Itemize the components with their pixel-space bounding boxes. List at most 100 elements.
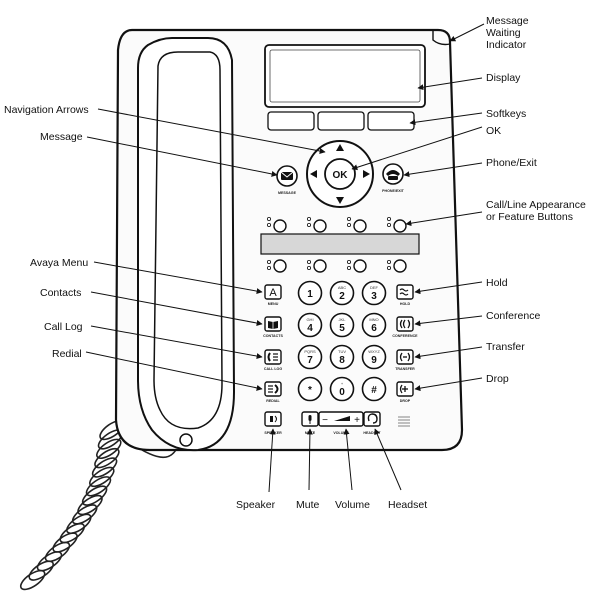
callout-conference: Conference — [486, 310, 540, 322]
leader-softkeys — [409, 112, 483, 126]
volume-control[interactable]: − + VOLUME — [318, 411, 364, 435]
callout-softkeys: Softkeys — [486, 108, 526, 120]
softkey-3[interactable] — [367, 111, 415, 131]
call-appearance-button[interactable] — [273, 219, 287, 233]
softkey-2[interactable] — [317, 111, 365, 131]
avaya-menu-icon: A — [269, 287, 277, 299]
callout-display: Display — [486, 72, 521, 84]
transfer-button[interactable]: TRANSFER — [395, 349, 415, 371]
keypad-key-digit: 8 — [339, 355, 345, 366]
drop-button-label: DROP — [400, 399, 411, 403]
message-waiting-indicator — [432, 30, 451, 46]
leader-navigation-arrows — [97, 108, 326, 154]
keypad-key[interactable]: # — [361, 376, 387, 402]
line-led-icon — [266, 259, 271, 264]
keypad-key-outline — [361, 312, 387, 338]
call-log-button[interactable]: CALL LOG — [264, 349, 283, 371]
callout-volume: Volume — [335, 499, 370, 511]
handset[interactable] — [137, 37, 236, 452]
line-led-icon — [346, 265, 351, 270]
call-appearance-button[interactable] — [393, 219, 407, 233]
nav-up-arrow-icon[interactable] — [336, 144, 344, 151]
volume-down-button[interactable]: − — [322, 415, 328, 426]
line-led-icon — [346, 259, 351, 264]
leader-display — [417, 77, 483, 91]
keypad-key-outline — [329, 312, 355, 338]
callout-redial: Redial — [52, 348, 82, 360]
callout-mwi-line-1: Message — [486, 15, 529, 27]
hold-icon — [399, 288, 409, 296]
softkeys — [267, 111, 415, 131]
call-appearance-button[interactable] — [393, 259, 407, 273]
contacts-button[interactable]: CONTACTS — [263, 316, 283, 338]
callout-navigation-arrows: Navigation Arrows — [4, 104, 89, 116]
call-appearance-button[interactable] — [313, 219, 327, 233]
line-led-icon — [306, 222, 311, 227]
leader-transfer — [414, 346, 483, 360]
softkey-1[interactable] — [267, 111, 315, 131]
hold-button-label: HOLD — [400, 302, 411, 306]
cord-loop — [94, 447, 120, 469]
redial-button[interactable]: REDIAL — [264, 381, 282, 403]
call-log-icon — [267, 352, 278, 362]
speaker-grille-icon — [398, 416, 410, 427]
leader-message — [86, 136, 278, 177]
message-button[interactable]: MESSAGE — [276, 165, 298, 195]
ok-button[interactable] — [324, 158, 356, 190]
call-appearance-button[interactable] — [313, 259, 327, 273]
keypad-key-outline — [329, 344, 355, 370]
keypad-key[interactable]: * — [297, 376, 323, 402]
coiled-cord — [19, 419, 181, 591]
keypad-key-digit: 6 — [371, 323, 377, 334]
keypad-key[interactable]: 1 — [297, 280, 323, 306]
leader-volume — [343, 428, 353, 491]
callout-ok: OK — [486, 125, 501, 137]
keypad-key-outline — [361, 280, 387, 306]
transfer-button-label: TRANSFER — [395, 367, 415, 371]
display — [264, 44, 426, 108]
conference-icon — [399, 319, 411, 329]
keypad-key-letters: JKL — [339, 317, 347, 322]
keypad-key[interactable]: +0 — [329, 376, 355, 402]
ok-button-label: OK — [333, 170, 349, 181]
callout-drop: Drop — [486, 373, 509, 385]
volume-control-label: VOLUME — [333, 431, 349, 435]
keypad-key-digit: 7 — [307, 355, 313, 366]
avaya-menu-button[interactable]: A MENU — [264, 284, 282, 306]
leader-mute — [306, 428, 313, 491]
nav-right-arrow-icon[interactable] — [363, 170, 370, 178]
headset-button-label: HEADSET — [363, 431, 381, 435]
telephone-icon — [386, 170, 400, 180]
keypad-key-outline — [297, 344, 323, 370]
call-appearance-button[interactable] — [353, 259, 367, 273]
nav-left-arrow-icon[interactable] — [310, 170, 317, 178]
headset-button[interactable]: HEADSET — [363, 411, 381, 435]
volume-wedge-icon — [334, 416, 350, 421]
conference-button[interactable]: CONFERENCE — [392, 316, 418, 338]
nav-down-arrow-icon[interactable] — [336, 197, 344, 204]
phone-exit-button-label: PHONE/EXIT — [382, 189, 405, 193]
hold-button[interactable]: HOLD — [396, 284, 414, 306]
conference-button-label: CONFERENCE — [392, 334, 418, 338]
phone-exit-button[interactable]: PHONE/EXIT — [382, 163, 405, 193]
keypad-key-letters: WXYZ — [368, 349, 380, 354]
callout-speaker: Speaker — [236, 499, 276, 511]
drop-button[interactable]: DROP — [396, 381, 414, 403]
line-led-icon — [306, 265, 311, 270]
cord-loop — [19, 569, 46, 591]
line-led-icon — [346, 216, 351, 221]
call-appearance-button[interactable] — [273, 259, 287, 273]
keypad-key-digit: 1 — [307, 289, 313, 300]
call-appearance-button[interactable] — [353, 219, 367, 233]
volume-up-button[interactable]: + — [354, 415, 360, 426]
message-button-label: MESSAGE — [278, 191, 297, 195]
